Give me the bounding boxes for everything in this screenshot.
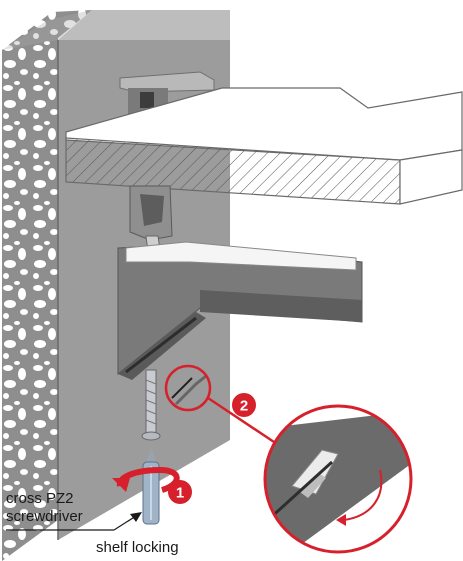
- lower-bracket: [117, 241, 363, 380]
- step-badge-2: 2: [232, 393, 256, 417]
- caption-shelf-locking: shelf locking: [96, 539, 179, 556]
- step-badge-1: 1: [168, 480, 192, 504]
- wall-stone-edge: [2, 10, 92, 561]
- svg-text:2: 2: [240, 398, 248, 415]
- wall-top-edge: [2, 10, 92, 50]
- svg-text:1: 1: [176, 485, 184, 502]
- detail-leader: [164, 364, 275, 444]
- shelf-side: [399, 149, 463, 205]
- screwdriver: [142, 448, 160, 525]
- detail-magnifier: [263, 404, 413, 554]
- upper-bracket: [119, 71, 215, 114]
- screw: [141, 369, 161, 441]
- tool-label-line1: cross PZ2: [6, 490, 74, 507]
- wall-top-face: [58, 10, 230, 40]
- tool-label-line2: screwdriver: [6, 508, 83, 525]
- bracket-side: [200, 290, 362, 322]
- bracket-top-pad: [125, 241, 357, 271]
- pointer-arrow-icon: [6, 512, 142, 531]
- spring-clip: [171, 374, 207, 406]
- wall-clip: [129, 185, 173, 253]
